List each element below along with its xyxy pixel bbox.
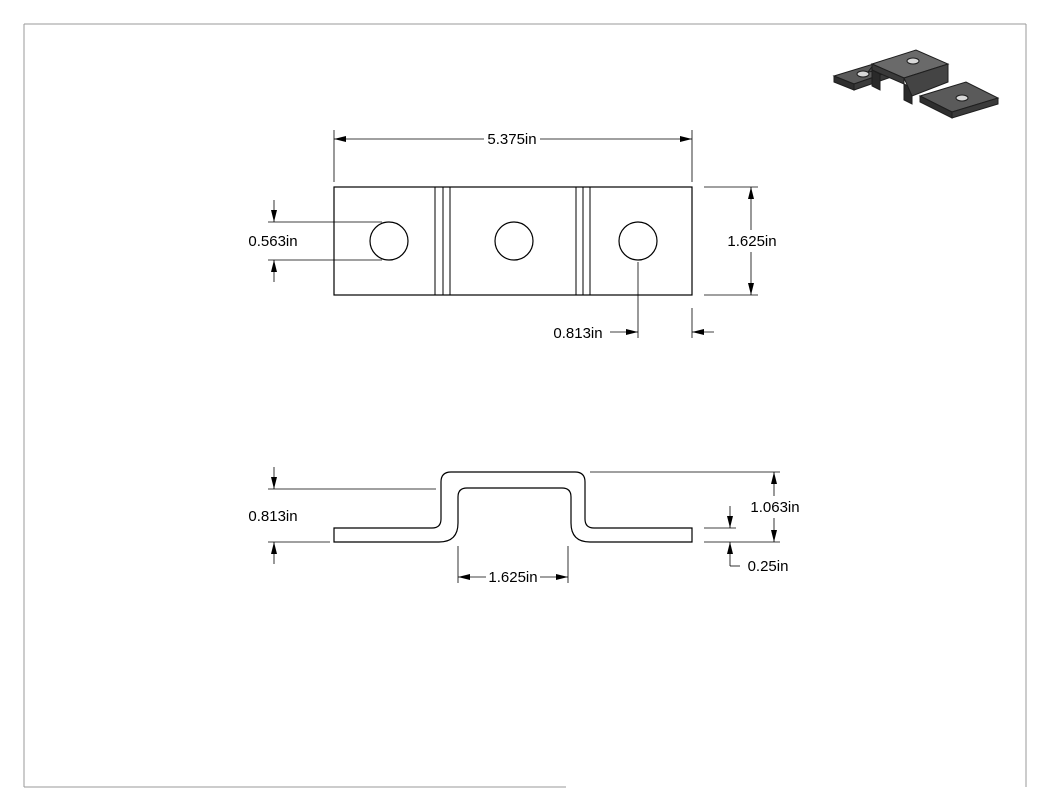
hole <box>494 221 534 261</box>
dim-channel-width: 1.625in <box>457 546 569 586</box>
dim-hole-diameter: 0.563in <box>248 200 382 282</box>
dim-overall-length: 5.375in <box>333 130 693 182</box>
hole <box>618 221 658 261</box>
dim-label: 0.813in <box>248 508 297 525</box>
dim-left-height: 0.813in <box>248 467 436 564</box>
border-frame <box>23 23 1027 788</box>
dim-label: 1.063in <box>750 499 799 516</box>
dim-thickness: 0.25in <box>704 506 788 575</box>
dim-width: 1.625in <box>704 186 777 296</box>
dim-label: 0.813in <box>553 325 602 342</box>
hole <box>369 221 409 261</box>
dim-overall-height: 1.063in <box>590 471 800 543</box>
dim-hole-offset: 0.813in <box>553 262 714 342</box>
bracket-profile <box>333 471 693 543</box>
bracket-3d-icon <box>832 49 1000 119</box>
dim-label: 1.625in <box>488 569 537 586</box>
dim-label: 0.25in <box>748 558 789 575</box>
dim-label: 1.625in <box>727 233 776 250</box>
top-view: 5.375in 1.625in 0.563in <box>248 130 777 342</box>
dim-label: 0.563in <box>248 233 297 250</box>
dim-label: 5.375in <box>487 131 536 148</box>
side-view: 0.813in 1.063in 0.25in <box>248 467 800 586</box>
